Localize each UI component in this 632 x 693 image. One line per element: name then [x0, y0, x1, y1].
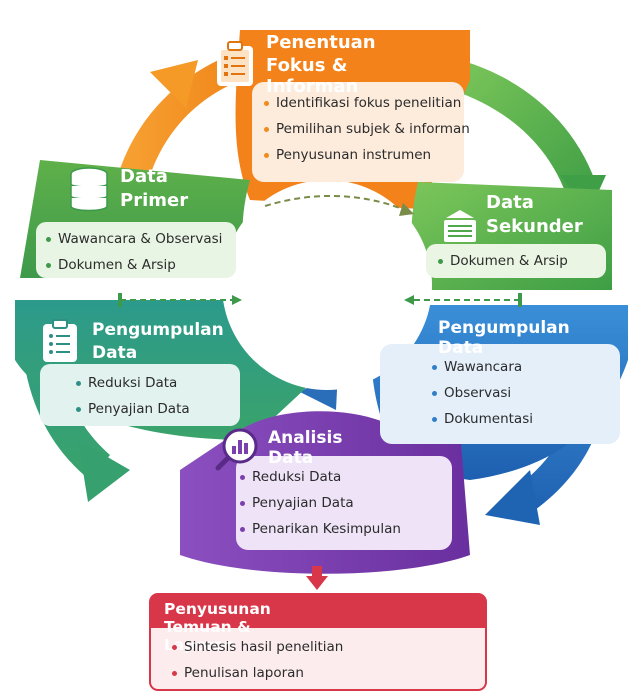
list-item: Reduksi Data [238, 464, 401, 490]
dashed-arrowhead-right-top [399, 203, 414, 216]
dashed-arrowhead-right-left [404, 295, 414, 305]
list-item: Observasi [430, 380, 533, 406]
stage-data-sekunder-title-2: Sekunder [486, 216, 583, 237]
panel-orange [252, 82, 464, 182]
list-item: Penulisan laporan [170, 660, 343, 686]
list-item: Reduksi Data [74, 370, 190, 396]
list-item: Wawancara [430, 354, 533, 380]
list-item: Penyajian Data [74, 396, 190, 422]
report-arrow-head [306, 576, 328, 590]
stage-data-primer-title-2: Primer [120, 190, 189, 211]
panel-teal-left [40, 364, 240, 426]
stage-penentuan-title-1: Penentuan [266, 32, 376, 53]
list-item: Dokumen & Arsip [436, 248, 568, 274]
arrow-green-top-right [452, 60, 598, 200]
clipboard-list-icon [43, 319, 77, 362]
clipboard-checklist-icon [217, 41, 253, 86]
list-item: Identifikasi fokus penelitian [262, 90, 470, 116]
stage-data-sekunder-title-1: Data [486, 192, 534, 213]
stage-pengumpulan-right-title: Pengumpulan Data [438, 318, 570, 358]
arrow-head-teal-bottom [78, 440, 130, 502]
stage-laporan-title: Penyusunan Temuan & Laporan [164, 600, 271, 654]
dashed-endcap-left [118, 293, 122, 307]
stage-penentuan-list: Identifikasi fokus penelitian Pemilihan … [262, 90, 470, 168]
panel-purple [236, 456, 452, 550]
list-item: Pemilihan subjek & informan [262, 116, 470, 142]
dashed-arrowhead-left-right [232, 295, 242, 305]
stage-penentuan-title-2: Fokus & Informan [266, 55, 359, 97]
arrow-head-blue-bottom [485, 470, 540, 525]
stage-analisis-title: Analisis Data [268, 428, 343, 468]
stage-pengumpulan-right-list: Wawancara Observasi Dokumentasi [430, 354, 533, 432]
archive-box-icon [444, 210, 476, 242]
stage-pengumpulan-left-list: Reduksi Data Penyajian Data [74, 370, 190, 422]
report-arrow-stem [312, 566, 322, 578]
stage-pengumpulan-left-title-1: Pengumpulan [92, 320, 224, 340]
list-item: Sintesis hasil penelitian [170, 634, 343, 660]
stage-laporan-list: Sintesis hasil penelitian Penulisan lapo… [170, 634, 343, 686]
stage-data-primer-list: Wawancara & Observasi Dokumen & Arsip [44, 226, 222, 278]
magnifier-chart-icon [215, 428, 258, 471]
list-item: Penarikan Kesimpulan [238, 516, 401, 542]
list-item: Wawancara & Observasi [44, 226, 222, 252]
list-item: Penyusunan instrumen [262, 142, 470, 168]
dashed-arrow-primer-to-sekunder [264, 194, 406, 211]
stage-data-sekunder-list: Dokumen & Arsip [436, 248, 568, 274]
list-item: Penyajian Data [238, 490, 401, 516]
stage-pengumpulan-left-title-2: Data [92, 343, 138, 363]
panel-blue-right [380, 344, 620, 444]
stage-data-primer-title-1: Data [120, 166, 168, 187]
center-hub [222, 180, 432, 390]
dashed-endcap-right [518, 293, 522, 307]
arrow-head-orange-left [150, 60, 198, 108]
list-item: Dokumen & Arsip [44, 252, 222, 278]
panel-green-left [36, 222, 236, 278]
panel-green-right [426, 244, 606, 278]
list-item: Dokumentasi [430, 406, 533, 432]
database-icon [70, 167, 108, 212]
stage-analisis-list: Reduksi Data Penyajian Data Penarikan Ke… [238, 464, 401, 542]
